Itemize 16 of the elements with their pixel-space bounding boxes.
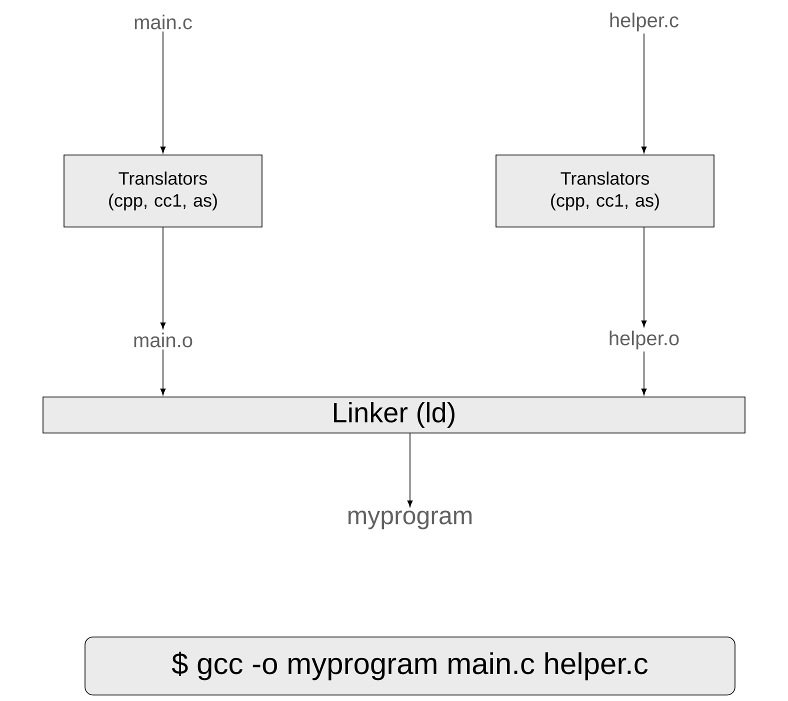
- file-label: myprogram: [348, 510, 472, 530]
- arrow: [641, 351, 647, 396]
- process-box: Translators (cpp, cc1, as): [64, 154, 262, 228]
- arrow: [641, 226, 647, 328]
- command-box: $ gcc -o myprogram main.c helper.c: [84, 636, 736, 696]
- file-label: helper.c: [610, 12, 678, 32]
- process-box: Linker (ld): [42, 396, 746, 434]
- file-label: main.o: [134, 332, 192, 348]
- arrow: [407, 433, 413, 508]
- arrow: [160, 31, 166, 154]
- arrow: [160, 226, 166, 330]
- arrow: [641, 33, 647, 154]
- arrow: [160, 349, 166, 396]
- process-box: Translators (cpp, cc1, as): [496, 154, 714, 228]
- file-label: helper.o: [610, 330, 679, 350]
- file-label: main.c: [134, 14, 192, 30]
